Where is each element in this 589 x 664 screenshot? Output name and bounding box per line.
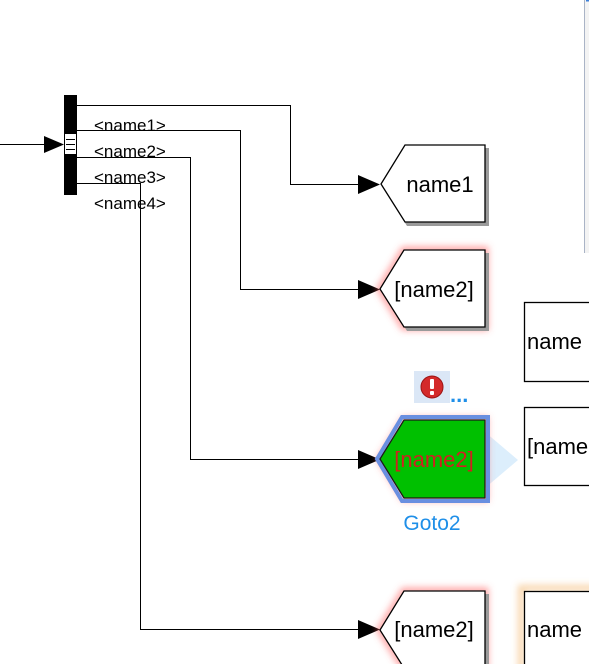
input-signal-line[interactable] (0, 136, 64, 153)
error-badge[interactable] (414, 371, 450, 403)
partial-block-2[interactable]: [name (523, 406, 589, 487)
partial-block-3-label: name (527, 617, 582, 642)
signal-line-name2[interactable] (77, 130, 380, 300)
goto-block-name1[interactable]: name1 (380, 144, 489, 226)
signal-label-name1: <name1> (94, 116, 166, 135)
partial-block-1[interactable]: name (523, 301, 589, 383)
goto-block-goto2-selected[interactable]: [name2] (374, 415, 518, 503)
goto-block-caption[interactable]: Goto2 (403, 512, 460, 535)
signal-line-name1[interactable] (77, 105, 380, 195)
error-icon (430, 379, 434, 389)
partial-block-1-label: name (527, 329, 582, 354)
partial-block-3[interactable]: name (518, 585, 589, 664)
signal-label-name3: <name3> (94, 168, 166, 187)
background-window-edge (584, 0, 589, 253)
signal-label-name4: <name4> (94, 194, 166, 213)
goto-block-name2-a[interactable]: [name2] (375, 246, 489, 331)
goto-block-goto2-label: [name2] (394, 447, 474, 472)
signal-line-name3[interactable] (77, 157, 380, 470)
goto-block-name2-b-label: [name2] (394, 617, 474, 642)
goto-block-name2-b[interactable]: [name2] (375, 587, 489, 664)
goto-block-name1-label: name1 (406, 172, 473, 197)
partial-block-2-label: [name (527, 434, 588, 459)
goto-block-name2-a-label: [name2] (394, 277, 474, 302)
more-indicator[interactable]: ... (450, 382, 468, 407)
signal-line-name4[interactable] (77, 183, 380, 640)
signal-label-name2: <name2> (94, 142, 166, 161)
bus-selector-block[interactable] (64, 95, 77, 195)
